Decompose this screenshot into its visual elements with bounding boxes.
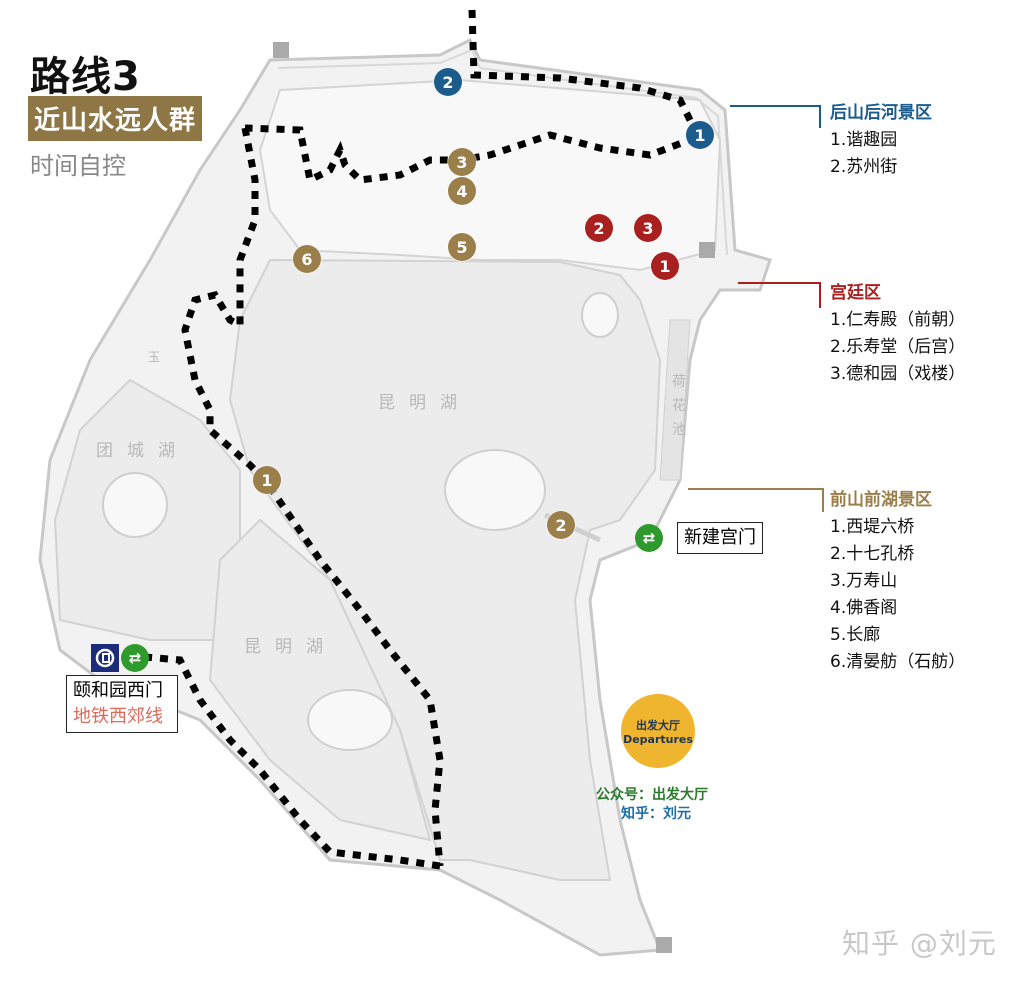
yu-label: 玉 [148, 350, 175, 364]
legend-heading: 宫廷区 [830, 283, 881, 303]
legend-item: 2.十七孔桥 [830, 544, 915, 564]
marker-back-hill-2[interactable]: 2 [434, 68, 462, 96]
legend-item: 1.西堤六桥 [830, 517, 915, 537]
transfer-icon[interactable]: ⇄ [121, 644, 149, 672]
kunming-lake-south-label: 昆明湖 [244, 637, 337, 657]
legend-item: 2.乐寿堂（后宫） [830, 337, 966, 357]
legend-heading: 前山前湖景区 [830, 490, 932, 510]
connector-back-hill [730, 105, 821, 128]
marker-front-lake-1[interactable]: 1 [253, 466, 281, 494]
marker-palace-3[interactable]: 3 [634, 214, 662, 242]
marker-back-hill-1[interactable]: 1 [686, 121, 714, 149]
south-lake-island [444, 449, 546, 531]
route-note: 时间自控 [30, 152, 126, 180]
gate-icon [656, 937, 672, 953]
west-gate-name: 颐和园西门 [73, 680, 163, 701]
legend-heading: 后山后河景区 [830, 103, 932, 123]
southwest-lake [208, 518, 432, 842]
tuancheng-island [102, 472, 168, 538]
departures-badge: 出发大厅 Departures [621, 694, 695, 768]
legend-item: 1.谐趣园 [830, 130, 898, 150]
metro-line-name: 地铁西郊线 [73, 706, 163, 727]
marker-front-lake-2[interactable]: 2 [547, 511, 575, 539]
kunming-lake-label: 昆明湖 [378, 393, 471, 413]
legend-item: 5.长廊 [830, 625, 881, 645]
marker-palace-2[interactable]: 2 [585, 214, 613, 242]
connector-front-lake [688, 488, 824, 512]
route-subtitle: 近山水远人群 [28, 96, 203, 141]
connector-palace [738, 282, 821, 308]
legend-item: 1.仁寿殿（前朝） [830, 310, 966, 330]
lotus-pond-label: 荷花池 [672, 374, 686, 438]
legend-front-lake: 前山前湖景区 1.西堤六桥 2.十七孔桥 3.万寿山 4.佛香阁 5.长廊 6.… [830, 487, 965, 676]
zaojiantang-island [307, 689, 393, 751]
badge-cn: 出发大厅 [636, 718, 680, 732]
zhihu-credit: 知乎：刘元 [621, 806, 691, 822]
marker-front-lake-5[interactable]: 5 [448, 233, 476, 261]
legend-item: 4.佛香阁 [830, 598, 898, 618]
wechat-credit: 公众号：出发大厅 [596, 787, 708, 803]
badge-en: Departures [623, 732, 693, 746]
new-palace-gate-label: 新建宫门 [677, 522, 763, 554]
marker-front-lake-4[interactable]: 4 [448, 177, 476, 205]
marker-front-lake-3[interactable]: 3 [448, 148, 476, 176]
legend-item: 6.清晏舫（石舫） [830, 652, 966, 672]
marker-front-lake-6[interactable]: 6 [293, 245, 321, 273]
gate-icon [699, 242, 715, 258]
legend-back-hill: 后山后河景区 1.谐趣园 2.苏州街 [830, 100, 932, 181]
route-title: 路线3 [30, 54, 141, 100]
gate-icon [273, 42, 289, 58]
west-gate-label: 颐和园西门 地铁西郊线 [66, 675, 178, 733]
legend-item: 3.万寿山 [830, 571, 898, 591]
transfer-icon[interactable]: ⇄ [635, 524, 663, 552]
marker-palace-1[interactable]: 1 [651, 252, 679, 280]
tuancheng-lake-label: 团城湖 [96, 441, 189, 461]
route-3-path [144, 9, 699, 870]
watermark: 知乎 @刘元 [842, 927, 997, 960]
metro-icon[interactable] [91, 644, 119, 672]
legend-item: 2.苏州街 [830, 157, 898, 177]
legend-palace: 宫廷区 1.仁寿殿（前朝） 2.乐寿堂（后宫） 3.德和园（戏楼） [830, 280, 965, 388]
legend-item: 3.德和园（戏楼） [830, 364, 966, 384]
